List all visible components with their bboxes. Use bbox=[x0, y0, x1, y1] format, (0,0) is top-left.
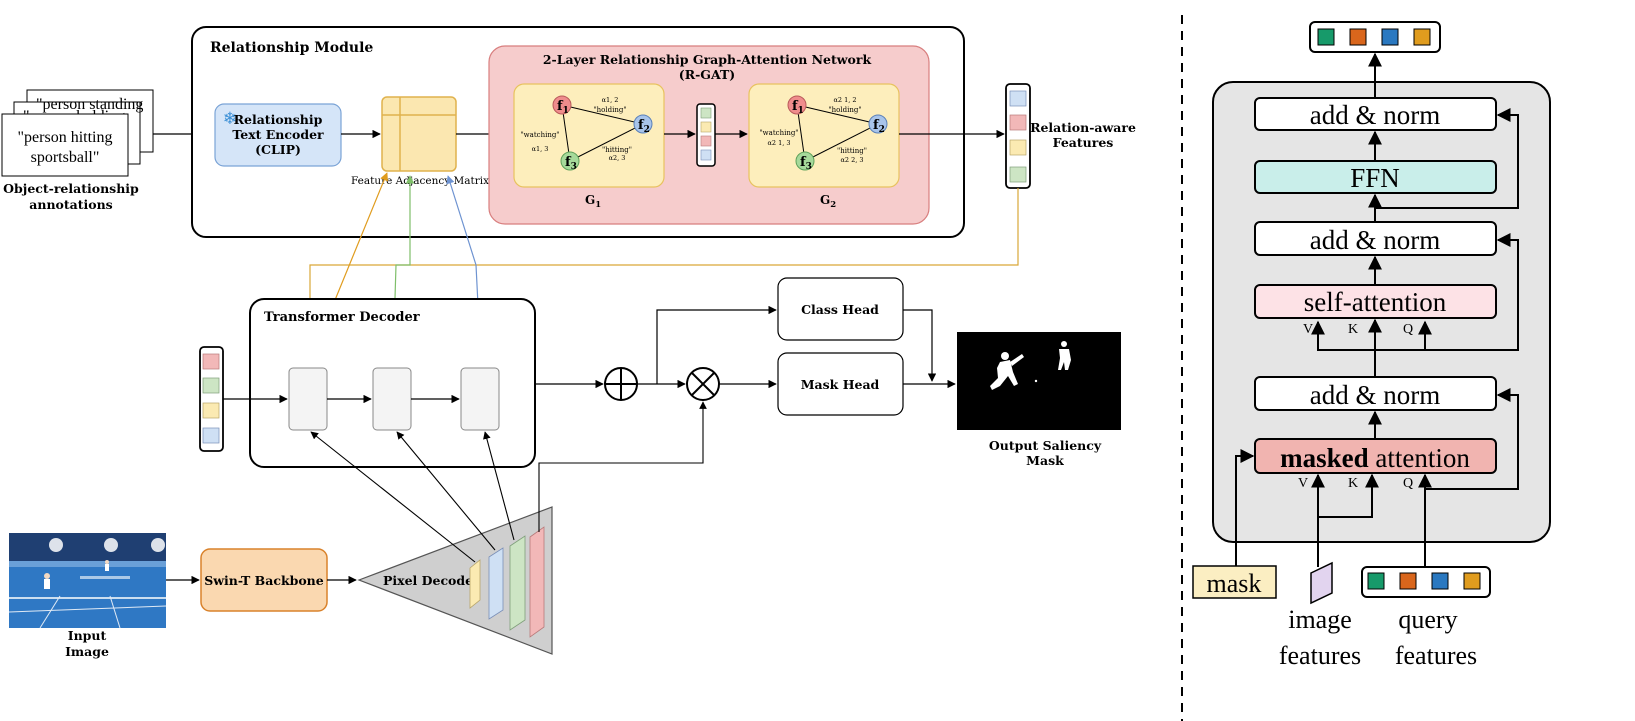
g1-node-f3: f3 bbox=[565, 155, 577, 172]
text-encoder-box bbox=[214, 103, 342, 167]
svg-text:"watching": "watching" bbox=[759, 129, 798, 137]
input-image-label-line2: Image bbox=[65, 644, 109, 659]
output-mask-label-line2: Mask bbox=[1026, 453, 1064, 468]
svg-text:V: V bbox=[1303, 322, 1313, 337]
mask-head-label: Mask Head bbox=[801, 377, 880, 392]
product-operator-icon bbox=[686, 367, 720, 401]
svg-text:α2 1, 3: α2 1, 3 bbox=[768, 139, 791, 147]
svg-text:K: K bbox=[1348, 476, 1358, 491]
annotation-card-back-1: "person standing bbox=[36, 96, 143, 113]
output-saliency-mask bbox=[957, 332, 1121, 430]
annotation-card-front-line2: sportsball" bbox=[31, 149, 100, 166]
svg-text:α2 1, 2: α2 1, 2 bbox=[834, 96, 857, 104]
graph-g1: f1 f2 f3 α1, 2 "holding" "watching" α1, … bbox=[513, 83, 665, 188]
decoder-layer-3 bbox=[460, 367, 500, 431]
svg-text:α1, 3: α1, 3 bbox=[532, 145, 549, 153]
annotation-cards: "person standing "person holding "person… bbox=[1, 89, 154, 212]
output-token-box bbox=[1309, 21, 1441, 53]
svg-text:"holding": "holding" bbox=[593, 106, 626, 114]
image-features-icon bbox=[1310, 561, 1333, 605]
svg-text:"hitting": "hitting" bbox=[602, 146, 632, 154]
text-encoder-line1: Relationship bbox=[234, 112, 323, 127]
svg-text:"watching": "watching" bbox=[520, 131, 559, 139]
self-attention-box bbox=[1254, 284, 1497, 319]
svg-text:self-attention: self-attention bbox=[1304, 287, 1447, 317]
svg-text:Q: Q bbox=[1403, 322, 1413, 337]
masked-attention-box bbox=[1254, 438, 1497, 474]
relation-aware-label-line2: Features bbox=[1053, 135, 1114, 150]
intermediate-feature-stack bbox=[696, 103, 716, 167]
add-norm-1 bbox=[1254, 376, 1497, 411]
image-features-label-line1: image bbox=[1288, 605, 1352, 634]
query-features-box bbox=[1361, 566, 1491, 598]
svg-text:α2 2, 3: α2 2, 3 bbox=[841, 156, 864, 164]
feature-adjacency-matrix bbox=[381, 96, 457, 172]
adjacency-matrix-label: Feature Adjacency Matrix bbox=[351, 175, 489, 187]
svg-text:add & norm: add & norm bbox=[1310, 100, 1440, 130]
svg-text:add & norm: add & norm bbox=[1310, 380, 1440, 410]
transformer-decoder-title: Transformer Decoder bbox=[264, 310, 420, 325]
svg-text:α1, 2: α1, 2 bbox=[602, 96, 619, 104]
swin-backbone-label: Swin-T Backbone bbox=[204, 573, 323, 588]
svg-text:"holding": "holding" bbox=[828, 106, 861, 114]
svg-text:Q: Q bbox=[1403, 476, 1413, 491]
g1-node-f2: f2 bbox=[638, 118, 650, 135]
svg-text:add & norm: add & norm bbox=[1310, 225, 1440, 255]
output-mask-label-line1: Output Saliency bbox=[989, 438, 1102, 453]
snowflake-icon: ❄ bbox=[223, 109, 237, 128]
g1-node-f1: f1 bbox=[557, 99, 569, 116]
add-norm-2 bbox=[1254, 221, 1497, 256]
class-head-label: Class Head bbox=[801, 302, 879, 317]
svg-text:α2, 3: α2, 3 bbox=[609, 154, 626, 162]
g2-label: G2 bbox=[820, 193, 836, 210]
g1-label: G1 bbox=[585, 193, 601, 210]
pixel-decoder-features bbox=[469, 526, 545, 638]
text-encoder-line3: (CLIP) bbox=[255, 142, 301, 157]
mask-input-label: mask bbox=[1207, 569, 1262, 598]
g2-node-f3: f3 bbox=[800, 155, 812, 172]
input-image bbox=[8, 533, 167, 629]
decoder-layer-1 bbox=[288, 367, 328, 431]
annotation-card-front-line1: "person hitting bbox=[18, 129, 113, 146]
rgat-title-line1: 2-Layer Relationship Graph-Attention Net… bbox=[543, 52, 872, 67]
svg-text:masked attention: masked attention bbox=[1280, 443, 1470, 473]
g2-node-f2: f2 bbox=[873, 118, 885, 135]
rgat-title-line2: (R-GAT) bbox=[679, 67, 735, 82]
g2-node-f1: f1 bbox=[792, 99, 804, 116]
pixel-decoder-trapezoid bbox=[357, 506, 553, 655]
class-head-box bbox=[777, 277, 904, 341]
mask-input-box bbox=[1192, 565, 1277, 599]
query-features-label-line1: query bbox=[1398, 605, 1457, 634]
decoder-layer-2 bbox=[372, 367, 412, 431]
text-encoder-line2: Text Encoder bbox=[232, 127, 324, 142]
svg-text:"hitting": "hitting" bbox=[837, 147, 867, 155]
svg-text:K: K bbox=[1348, 322, 1358, 337]
input-image-label-line1: Input bbox=[68, 628, 107, 643]
query-token-stack bbox=[199, 346, 224, 452]
graph-g2: f1 f2 f3 α2 1, 2 "holding" "watching" α2… bbox=[748, 83, 900, 188]
annotations-caption-line2: annotations bbox=[29, 197, 112, 212]
relation-aware-label-line1: Relation-aware bbox=[1030, 120, 1136, 135]
svg-text:FFN: FFN bbox=[1350, 163, 1400, 193]
ffn-box bbox=[1254, 160, 1497, 194]
relation-aware-feature-stack bbox=[1005, 83, 1031, 189]
relationship-module-title: Relationship Module bbox=[210, 40, 373, 56]
query-features-label-line2: features bbox=[1395, 641, 1477, 670]
annotations-caption-line1: Object-relationship bbox=[3, 181, 139, 196]
add-norm-3 bbox=[1254, 97, 1497, 131]
pixel-decoder-label: Pixel Decoder bbox=[383, 573, 480, 588]
image-features-label-line2: features bbox=[1279, 641, 1361, 670]
svg-text:V: V bbox=[1298, 476, 1308, 491]
sum-operator-icon bbox=[604, 367, 638, 401]
